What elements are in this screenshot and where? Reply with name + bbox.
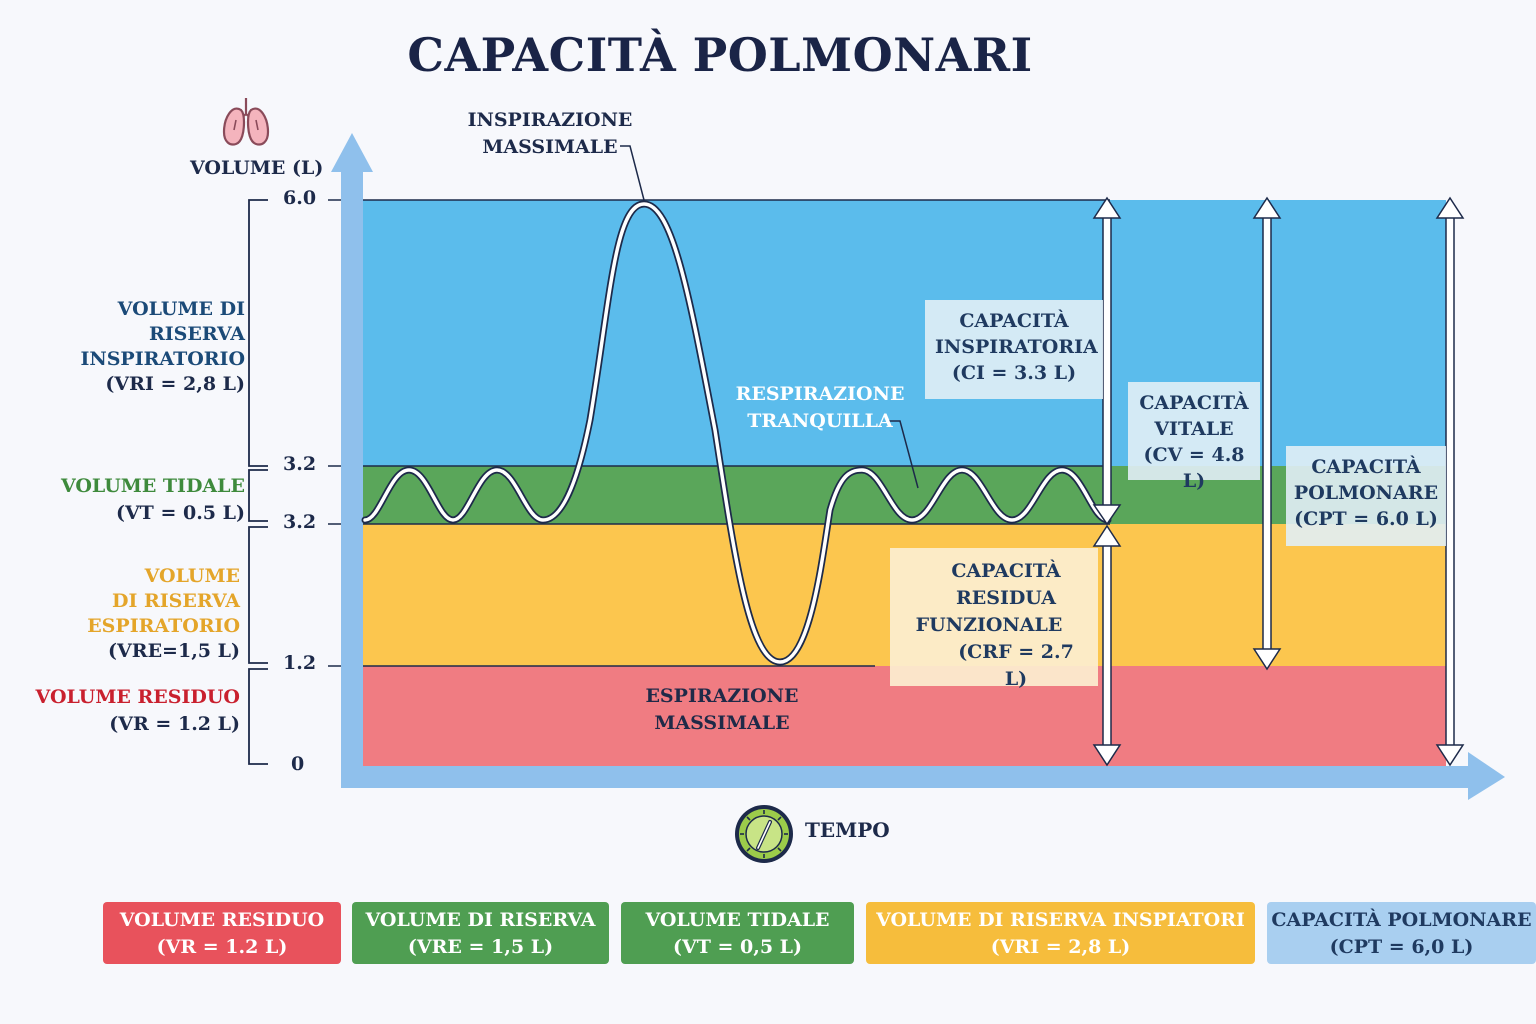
callout-crf-line1: CAPACITÀ <box>951 560 1061 582</box>
label-vre: VOLUME DI RISERVA ESPIRATORIO (VRE=1,5 L… <box>0 564 240 664</box>
legend-item-vr: VOLUME RESIDUO (VR = 1.2 L) <box>103 902 341 964</box>
x-axis-label: TEMPO <box>805 818 890 842</box>
annotation-max-exp-line1: ESPIRAZIONE <box>645 685 799 707</box>
callout-ci-line2: INSPIRATORIA <box>935 336 1098 358</box>
arrow-cpt <box>1435 196 1465 767</box>
arrow-ci <box>1092 196 1122 526</box>
y-tick-0: 0 <box>291 753 305 775</box>
left-brackets <box>248 199 268 765</box>
y-tick-3-2-top: 3.2 <box>283 453 317 475</box>
callout-cv-value: (CV = 4.8 L) <box>1143 444 1245 492</box>
callout-crf-line2: RESIDUA <box>955 587 1057 609</box>
annotation-max-insp-line2: MASSIMALE <box>482 136 618 158</box>
callout-cpt-line1: CAPACITÀ <box>1311 456 1421 478</box>
legend-item-vre-value: (VRE = 1,5 L) <box>407 936 554 958</box>
legend-item-vri: VOLUME DI RISERVA INSPIATORI (VRI = 2,8 … <box>866 902 1255 964</box>
label-vre-line3: ESPIRATORIO <box>87 615 240 637</box>
label-vri-line2: RISERVA <box>148 323 245 345</box>
legend-item-vri-value: (VRI = 2,8 L) <box>990 936 1131 958</box>
legend-item-vre-title: VOLUME DI RISERVA <box>365 909 596 931</box>
label-vr-value: (VR = 1.2 L) <box>109 713 240 735</box>
callout-crf: CAPACITÀ RESIDUA FUNZIONALE (CRF = 2.7 L… <box>890 548 1098 690</box>
legend-item-vr-title: VOLUME RESIDUO <box>119 909 325 931</box>
stopwatch-icon <box>735 805 793 863</box>
label-vri-value: (VRI = 2,8 L) <box>105 373 245 395</box>
y-axis-arrow <box>331 133 373 788</box>
arrow-cv <box>1252 196 1282 671</box>
legend-item-vt: VOLUME TIDALE (VT = 0,5 L) <box>621 902 854 964</box>
annotation-max-exp-line2: MASSIMALE <box>654 712 790 734</box>
label-vt: VOLUME TIDALE (VT = 0.5 L) <box>0 474 245 526</box>
callout-crf-value: (CRF = 2.7 L) <box>958 641 1074 690</box>
label-vre-line2: DI RISERVA <box>112 590 240 612</box>
callout-ci: CAPACITÀ INSPIRATORIA (CI = 3.3 L) <box>925 300 1103 399</box>
annotation-quiet-line2: TRANQUILLA <box>747 410 893 432</box>
callout-ci-line1: CAPACITÀ <box>959 310 1069 332</box>
arrow-crf <box>1092 524 1122 767</box>
annotation-quiet: RESPIRAZIONE TRANQUILLA <box>722 382 918 434</box>
label-vri-line3: INSPIRATORIO <box>80 348 245 370</box>
leader-quiet <box>888 420 919 489</box>
label-vri-line1: VOLUME DI <box>117 298 245 320</box>
annotation-max-insp: INSPIRAZIONE MASSIMALE <box>440 108 660 160</box>
y-tick-3-2-bottom: 3.2 <box>283 511 317 533</box>
callout-cv-line1: CAPACITÀ <box>1139 392 1249 414</box>
legend-item-vre: VOLUME DI RISERVA (VRE = 1,5 L) <box>352 902 609 964</box>
legend-item-cpt: CAPACITÀ POLMONARE (CPT = 6,0 L) <box>1267 902 1536 964</box>
legend-item-vt-value: (VT = 0,5 L) <box>672 936 803 958</box>
label-vr-line1: VOLUME RESIDUO <box>35 686 240 708</box>
y-axis-label: VOLUME (L) <box>190 157 324 179</box>
legend-item-vt-title: VOLUME TIDALE <box>645 909 830 931</box>
annotation-max-insp-line1: INSPIRAZIONE <box>467 109 633 131</box>
annotation-max-exp: ESPIRAZIONE MASSIMALE <box>612 684 832 736</box>
label-vre-value: (VRE=1,5 L) <box>108 640 240 662</box>
label-vri: VOLUME DI RISERVA INSPIRATORIO (VRI = 2,… <box>0 297 245 397</box>
legend-item-vr-value: (VR = 1.2 L) <box>156 936 288 958</box>
callout-crf-line3: FUNZIONALE <box>915 614 1063 636</box>
callout-cpt: CAPACITÀ POLMONARE (CPT = 6.0 L) <box>1286 446 1446 546</box>
x-axis-arrow <box>341 752 1505 800</box>
y-tick-1-2: 1.2 <box>283 652 317 674</box>
label-vt-line1: VOLUME TIDALE <box>60 475 245 497</box>
lungs-icon <box>222 98 270 146</box>
callout-cv-line2: VITALE <box>1154 418 1234 440</box>
callout-cpt-value: (CPT = 6.0 L) <box>1294 508 1438 530</box>
callout-ci-value: (CI = 3.3 L) <box>951 362 1077 384</box>
y-tick-6: 6.0 <box>283 187 317 209</box>
label-vre-line1: VOLUME <box>144 565 240 587</box>
leader-max-insp <box>620 145 645 201</box>
legend-item-cpt-value: (CPT = 6,0 L) <box>1329 936 1474 958</box>
callout-cpt-line2: POLMONARE <box>1293 482 1439 504</box>
label-vt-value: (VT = 0.5 L) <box>115 502 245 524</box>
callout-cv: CAPACITÀ VITALE (CV = 4.8 L) <box>1128 382 1260 492</box>
page-title: CAPACITÀ POLMONARI <box>407 28 1033 82</box>
legend-item-vri-title: VOLUME DI RISERVA INSPIATORI <box>876 909 1245 931</box>
label-vr: VOLUME RESIDUO (VR = 1.2 L) <box>0 685 240 737</box>
annotation-quiet-line1: RESPIRAZIONE <box>735 383 905 405</box>
legend-item-cpt-title: CAPACITÀ POLMONARE <box>1271 909 1532 931</box>
